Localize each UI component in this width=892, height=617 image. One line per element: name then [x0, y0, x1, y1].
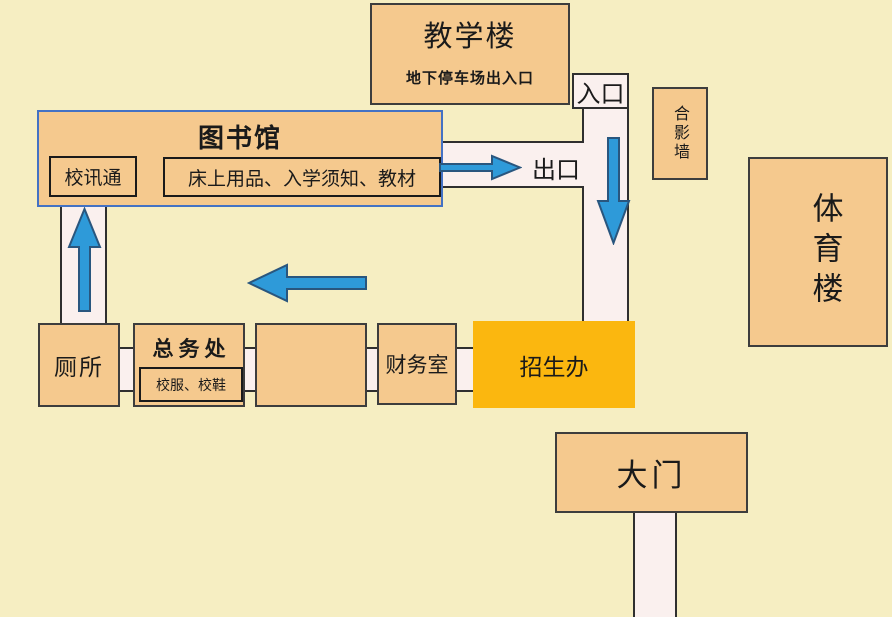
parking-entrance-label: 地下停车场出入口 [405, 69, 534, 87]
admissions-office: 招生办 [473, 321, 635, 408]
photo-wall-title: 合影墙 [671, 105, 690, 162]
unlabeled-building [255, 323, 367, 407]
corridor-segment [243, 347, 257, 392]
corridor-segment [118, 347, 135, 392]
corridor-segment [365, 347, 379, 392]
sports-building: 体育楼 [748, 157, 888, 347]
library-tag-supplies: 床上用品、入学须知、教材 [163, 157, 441, 197]
general-affairs-office: 总务处 校服、校鞋 [133, 323, 245, 407]
route-arrow-left-icon [247, 263, 368, 303]
sports-building-title: 体育楼 [806, 192, 843, 312]
teaching-building: 教学楼 地下停车场出入口 [370, 3, 570, 105]
toilet-building: 厕所 [38, 323, 120, 407]
library-building: 图书馆 校讯通 床上用品、入学须知、教材 [37, 110, 443, 207]
entrance-label: 入口 [572, 73, 629, 109]
general-affairs-tag-uniforms: 校服、校鞋 [139, 367, 243, 402]
route-arrow-down-icon [596, 137, 631, 245]
corridor-segment [455, 347, 475, 392]
route-arrow-up-icon [67, 207, 102, 312]
exit-label: 出口 [532, 156, 580, 184]
corridor-gate-vertical [633, 513, 677, 617]
main-gate: 大门 [555, 432, 748, 513]
teaching-building-title: 教学楼 [423, 19, 517, 53]
finance-office: 财务室 [377, 323, 457, 405]
route-arrow-right-icon [438, 154, 522, 181]
library-tag-xiaoxuntong: 校讯通 [49, 156, 137, 197]
photo-wall: 合影墙 [652, 87, 708, 180]
library-title: 图书馆 [197, 124, 282, 154]
general-affairs-title: 总务处 [152, 336, 231, 361]
